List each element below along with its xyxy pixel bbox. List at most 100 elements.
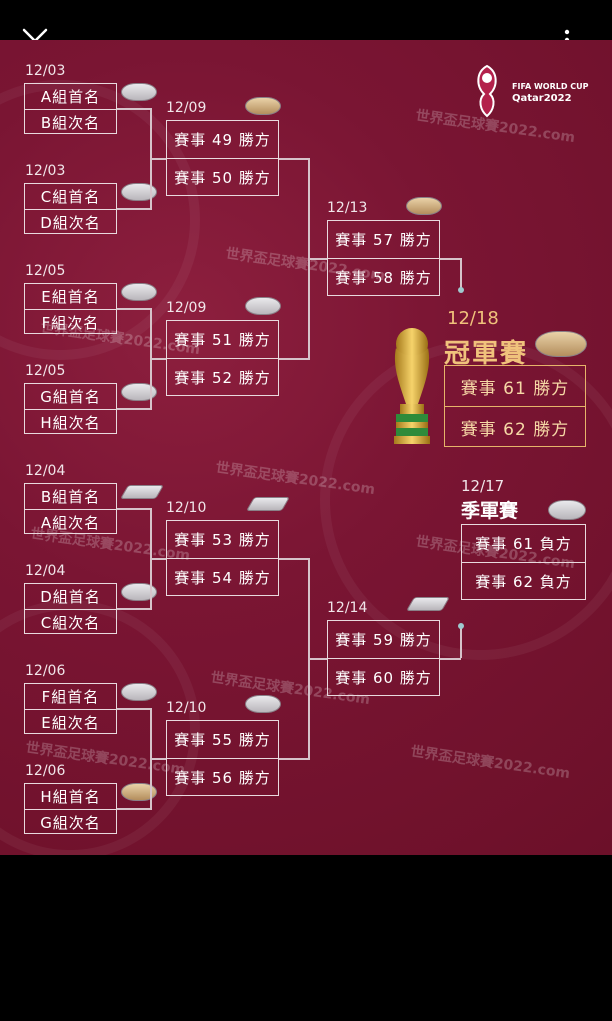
team-slot: D組次名: [25, 209, 116, 234]
stadium-icon: [535, 331, 587, 357]
match-date: 12/04: [25, 563, 66, 579]
stadium-icon: [121, 683, 157, 701]
match-date: 12/13: [327, 200, 368, 216]
watermark: 世界盃足球賽2022.com: [409, 743, 571, 783]
stadium-icon: [119, 485, 165, 499]
fifa-logo-line1: FIFA WORLD CUP: [512, 82, 589, 91]
final-match: 賽事 61 勝方 賽事 62 勝方: [444, 365, 586, 447]
stadium-icon: [121, 383, 157, 401]
loser-slot: 賽事 62 負方: [462, 562, 585, 600]
bracket-line: [117, 108, 150, 110]
bracket-line: [279, 358, 308, 360]
winner-slot: 賽事 54 勝方: [167, 558, 278, 596]
round16-match: C組首名 D組次名: [24, 183, 117, 234]
team-slot: F組首名: [41, 688, 100, 706]
loser-slot: 賽事 61 負方: [475, 535, 572, 553]
team-slot: C組首名: [40, 188, 101, 206]
match-date: 12/04: [25, 463, 66, 479]
winner-slot: 賽事 56 勝方: [167, 758, 278, 796]
bracket-line: [117, 408, 150, 410]
fifa-emblem-icon: [477, 64, 497, 118]
fifa-logo: FIFA WORLD CUP Qatar2022: [472, 64, 592, 120]
round16-match: H組首名 G組次名: [24, 783, 117, 834]
match-date: 12/05: [25, 263, 66, 279]
winner-slot: 賽事 49 勝方: [174, 131, 271, 149]
team-slot: H組首名: [40, 788, 101, 806]
bracket-line: [460, 258, 462, 290]
team-slot: F組次名: [25, 309, 116, 334]
stadium-icon: [121, 183, 157, 201]
winner-slot: 賽事 60 勝方: [328, 658, 439, 696]
winner-slot: 賽事 50 勝方: [167, 158, 278, 196]
semifinal-match: 賽事 57 勝方 賽事 58 勝方: [327, 220, 440, 296]
viewer-top-bar: [0, 0, 612, 40]
winner-slot: 賽事 52 勝方: [167, 358, 278, 396]
bracket-line: [117, 708, 150, 710]
stadium-icon: [245, 497, 291, 511]
bracket-line: [150, 158, 166, 160]
semifinal-match: 賽事 59 勝方 賽事 60 勝方: [327, 620, 440, 696]
third-place-match: 賽事 61 負方 賽事 62 負方: [461, 524, 586, 600]
team-slot: D組首名: [40, 588, 101, 606]
bracket-line: [440, 658, 461, 660]
team-slot: A組首名: [40, 88, 101, 106]
round16-match: E組首名 F組次名: [24, 283, 117, 334]
match-date: 12/03: [25, 63, 66, 79]
round16-match: G組首名 H組次名: [24, 383, 117, 434]
winner-slot: 賽事 57 勝方: [335, 231, 432, 249]
stadium-icon: [406, 197, 442, 215]
stadium-icon: [121, 583, 157, 601]
round16-match: F組首名 E組次名: [24, 683, 117, 734]
bracket-line: [150, 358, 166, 360]
match-date: 12/09: [166, 100, 207, 116]
fifa-logo-line2: Qatar2022: [512, 93, 572, 104]
bracket-line: [150, 758, 166, 760]
bracket-line: [117, 208, 150, 210]
bracket-line: [117, 808, 150, 810]
bracket-line: [460, 626, 462, 658]
background-decoration: [320, 340, 612, 660]
team-slot: A組次名: [25, 509, 116, 534]
team-slot: B組次名: [25, 109, 116, 134]
bracket-line: [279, 158, 308, 160]
winner-slot: 賽事 62 勝方: [445, 406, 585, 447]
round16-match: B組首名 A組次名: [24, 483, 117, 534]
quarterfinal-match: 賽事 55 勝方 賽事 56 勝方: [166, 720, 279, 796]
team-slot: E組首名: [41, 288, 100, 306]
bracket-line: [117, 308, 150, 310]
bracket-poster: FIFA WORLD CUP Qatar2022 世界盃足球賽2022.com …: [0, 40, 612, 855]
match-date: 12/10: [166, 500, 207, 516]
bracket-line: [440, 258, 461, 260]
team-slot: H組次名: [25, 409, 116, 434]
stadium-icon: [121, 83, 157, 101]
quarterfinal-match: 賽事 53 勝方 賽事 54 勝方: [166, 520, 279, 596]
winner-slot: 賽事 55 勝方: [174, 731, 271, 749]
viewer-bottom-area: [0, 855, 612, 1021]
third-place-date: 12/17: [461, 477, 505, 495]
winner-slot: 賽事 59 勝方: [335, 631, 432, 649]
match-date: 12/10: [166, 700, 207, 716]
stadium-icon: [245, 695, 281, 713]
background-decoration: [0, 600, 200, 855]
quarterfinal-match: 賽事 51 勝方 賽事 52 勝方: [166, 320, 279, 396]
final-title: 冠軍賽: [444, 339, 529, 369]
team-slot: G組首名: [40, 388, 101, 406]
stadium-icon: [245, 97, 281, 115]
stadium-icon: [121, 783, 157, 801]
bracket-dot: [458, 287, 464, 293]
match-date: 12/05: [25, 363, 66, 379]
winner-slot: 賽事 58 勝方: [328, 258, 439, 296]
match-date: 12/06: [25, 663, 66, 679]
match-date: 12/06: [25, 763, 66, 779]
bracket-line: [279, 558, 308, 560]
world-cup-trophy-icon: [386, 326, 438, 450]
team-slot: C組次名: [25, 609, 116, 634]
match-date: 12/03: [25, 163, 66, 179]
bracket-line: [117, 608, 150, 610]
round16-match: A組首名 B組次名: [24, 83, 117, 134]
stadium-icon: [121, 283, 157, 301]
winner-slot: 賽事 61 勝方: [460, 378, 570, 399]
winner-slot: 賽事 53 勝方: [174, 531, 271, 549]
match-date: 12/14: [327, 600, 368, 616]
round16-match: D組首名 C組次名: [24, 583, 117, 634]
